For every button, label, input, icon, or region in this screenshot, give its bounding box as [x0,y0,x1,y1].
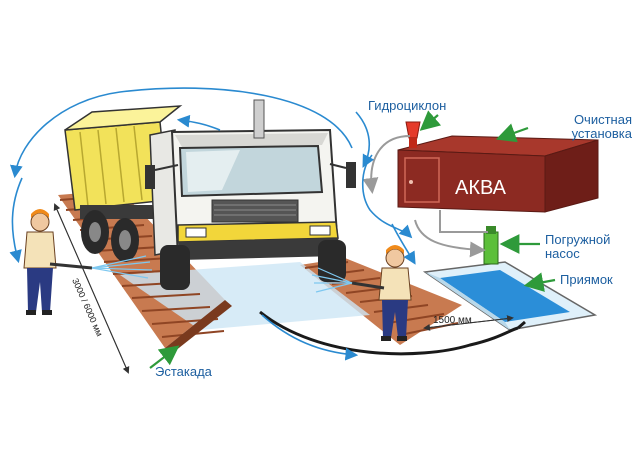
pump-label-line2: насос [545,246,580,261]
hydrocyclone-label: Гидроциклон [368,98,447,113]
treatment-unit-label-line2: установка [571,126,632,141]
collection-pit [422,261,598,331]
dimension-lines [53,203,514,374]
treatment-unit-label-line1: Очистная [573,112,632,127]
pit-label: Приямок [560,272,613,287]
ramp-label: Эстакада [155,364,212,379]
worker-left [23,209,93,315]
label-pointers [149,110,556,369]
water-flow-arrows [9,87,416,361]
pit-dimension-label: 1500 мм [433,315,472,326]
supply-hose [259,310,519,356]
dump-truck [64,99,356,290]
worker-right [351,245,412,341]
pump-return-pipe [439,210,488,233]
hydrocyclone-unit [405,121,421,148]
tank-name: АКВА [455,177,507,199]
pump-label-line1: Погружной [545,232,611,247]
treatment-tank [397,135,599,213]
water-spray [91,255,353,293]
